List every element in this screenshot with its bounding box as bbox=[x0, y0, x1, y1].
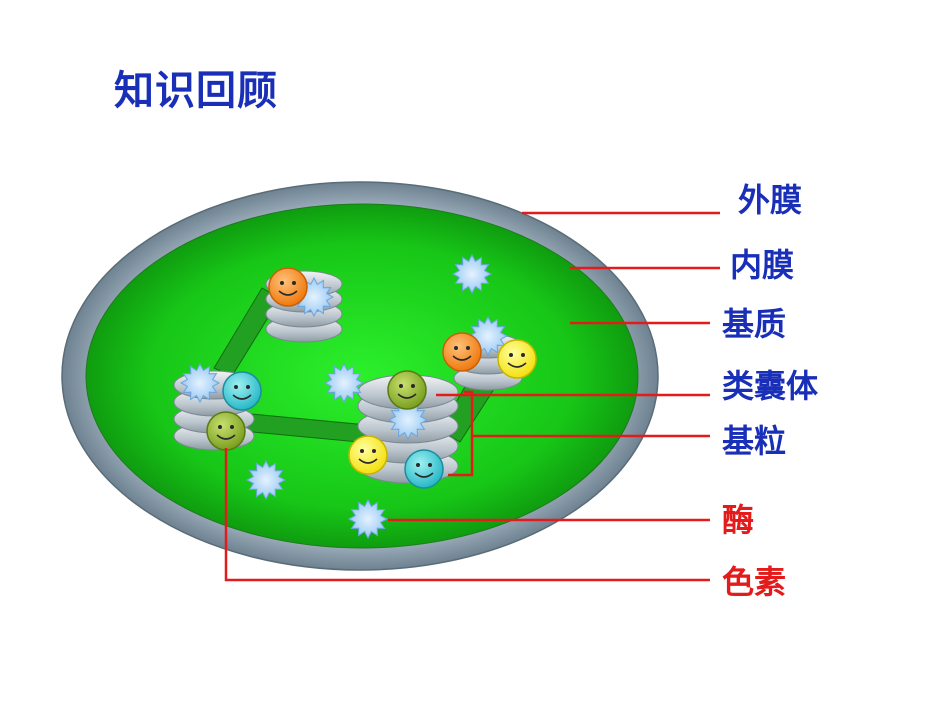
leader-lines bbox=[224, 211, 720, 582]
label-grana: 基粒 bbox=[722, 422, 787, 460]
label-inner-membrane: 内膜 bbox=[730, 246, 795, 284]
pigment-smiley-icon bbox=[497, 339, 537, 379]
pigment-smiley-icon bbox=[387, 370, 427, 410]
pigment-smiley-icon bbox=[222, 371, 262, 411]
label-outer-membrane: 外膜 bbox=[738, 181, 803, 219]
pigment-smiley-icon bbox=[442, 332, 482, 372]
enzyme-star-icon bbox=[451, 253, 493, 295]
leader-pigment bbox=[224, 448, 710, 582]
enzyme-star-icon bbox=[179, 362, 221, 404]
enzyme-star-icon bbox=[467, 315, 509, 357]
label-pigment: 色素 bbox=[722, 563, 787, 601]
pigment-group bbox=[206, 267, 537, 489]
enzyme-star-icon bbox=[387, 399, 429, 441]
label-enzyme: 酶 bbox=[722, 501, 755, 539]
stroma-shape bbox=[85, 203, 639, 549]
label-thylakoid: 类囊体 bbox=[722, 367, 819, 405]
page-title: 知识回顾 bbox=[114, 68, 278, 114]
pigment-smiley-icon bbox=[206, 411, 246, 451]
pigment-smiley-icon bbox=[404, 449, 444, 489]
pigment-smiley-icon bbox=[268, 267, 308, 307]
pigment-smiley-icon bbox=[348, 435, 388, 475]
label-stroma: 基质 bbox=[722, 305, 787, 343]
enzyme-star-icon bbox=[323, 362, 365, 404]
enzyme-star-icon bbox=[245, 459, 287, 501]
grana-bracket bbox=[448, 390, 480, 477]
enzyme-star-icon bbox=[347, 498, 389, 540]
enzyme-group bbox=[179, 253, 509, 540]
